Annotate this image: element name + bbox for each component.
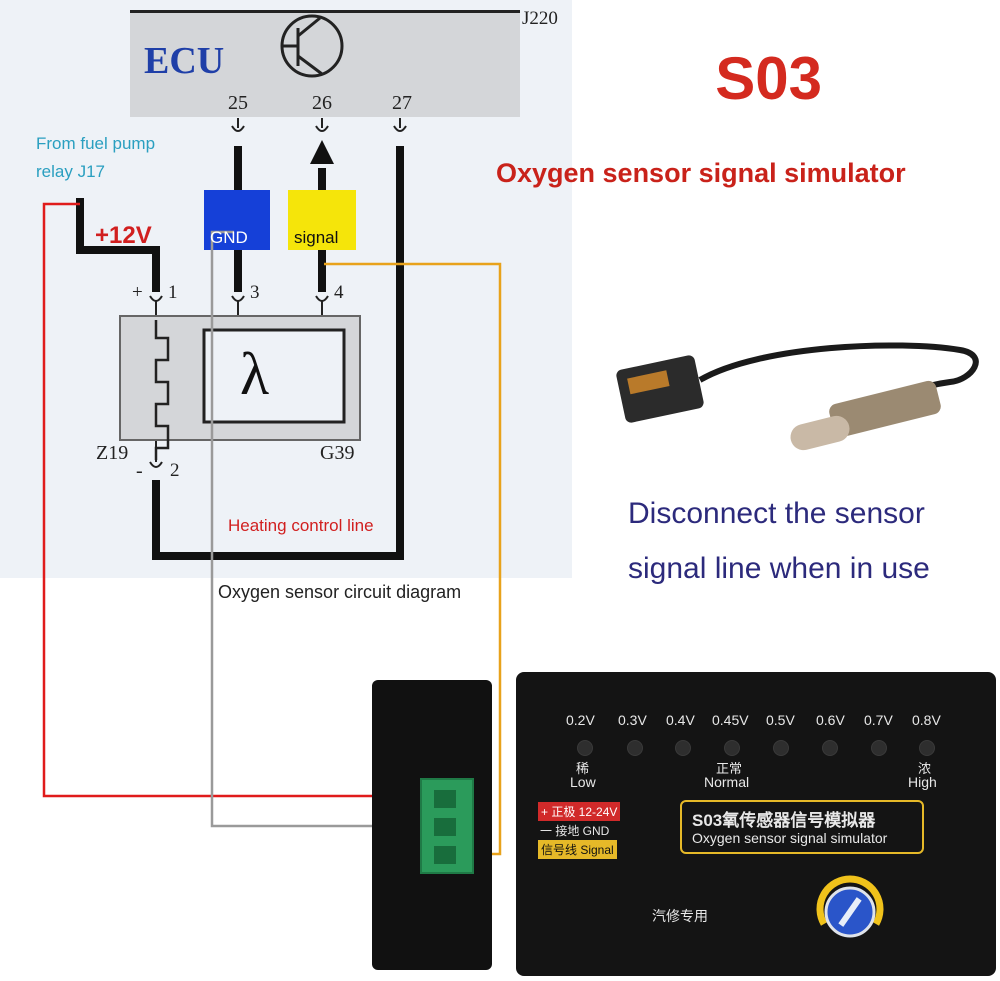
transistor-icon (280, 14, 344, 78)
signal-terminal-label: 信号线 Signal (538, 840, 617, 859)
heater-reference: Z19 (96, 442, 129, 464)
voltage-label: +12V (95, 222, 152, 249)
ecu-connectors (231, 118, 407, 132)
plate-title-en: Oxygen sensor signal simulator (692, 830, 888, 846)
device-label-plate: S03氧传感器信号模拟器 Oxygen sensor signal simula… (680, 800, 924, 854)
gray-wire (210, 230, 432, 828)
simulator-device (516, 672, 996, 976)
signal-arrow-icon (310, 140, 334, 164)
led-indicator-4 (724, 740, 740, 756)
voltage-label-4: 0.45V (712, 712, 749, 728)
knob-dial-icon (816, 875, 884, 938)
normal-label-cn: 正常 (716, 761, 743, 776)
product-title: S03 (715, 45, 822, 112)
plate-title-cn: S03氧传感器信号模拟器 (692, 811, 876, 830)
gnd-block (204, 190, 270, 250)
product-subtitle: Oxygen sensor signal simulator (496, 158, 906, 188)
ecu-pin-25: 25 (228, 92, 248, 114)
usage-note-line1: Disconnect the sensor (628, 497, 925, 530)
led-indicator-1 (577, 740, 593, 756)
supply-source-line1: From fuel pump (36, 134, 156, 153)
sensor-pin-2: 2 (170, 460, 180, 481)
ecu-reference: J220 (522, 8, 558, 29)
lean-label: Low (570, 774, 596, 790)
led-indicator-5 (773, 740, 789, 756)
ecu-label: ECU (144, 40, 225, 82)
rich-label: High (908, 774, 937, 790)
ecu-pin-26: 26 (312, 92, 332, 114)
sensor-pin-1: 1 (168, 282, 178, 303)
rich-label-cn: 浓 (918, 761, 932, 776)
gnd-label: GND (210, 228, 248, 247)
voltage-label-8: 0.8V (912, 712, 941, 728)
terminal-positive (434, 790, 456, 808)
led-indicator-7 (871, 740, 887, 756)
usage-note-line2: signal line when in use (628, 552, 930, 585)
terminal-signal (434, 846, 456, 864)
sensor-reference: G39 (320, 442, 355, 464)
ecu-block: ECU (130, 10, 520, 117)
terminal-block (420, 778, 474, 874)
diagram-caption: Oxygen sensor circuit diagram (218, 582, 462, 602)
pin-plus-sign: + (132, 282, 143, 303)
voltage-label-3: 0.4V (666, 712, 695, 728)
ground-terminal-label: 一 接地 GND (540, 824, 610, 838)
normal-label: Normal (704, 774, 750, 790)
positive-terminal-label: + 正极 12-24V (538, 802, 621, 821)
shop-use-label: 汽修专用 (652, 908, 708, 924)
led-indicator-2 (627, 740, 643, 756)
led-indicator-8 (919, 740, 935, 756)
heating-line-label: Heating control line (228, 516, 374, 535)
sensor-pin-4: 4 (334, 282, 344, 303)
pin-minus-sign: - (136, 460, 143, 482)
voltage-label-1: 0.2V (566, 712, 595, 728)
lean-label-cn: 稀 (576, 761, 590, 776)
voltage-label-6: 0.6V (816, 712, 845, 728)
terminal-ground (434, 818, 456, 836)
voltage-label-2: 0.3V (618, 712, 647, 728)
voltage-label-5: 0.5V (766, 712, 795, 728)
supply-source-line2: relay J17 (36, 162, 105, 181)
oxygen-sensor-picture (616, 342, 979, 451)
sensor-pin-3: 3 (250, 282, 260, 303)
signal-label: signal (294, 228, 339, 247)
signal-block (288, 190, 356, 250)
voltage-label-7: 0.7V (864, 712, 893, 728)
black-conductors (76, 146, 404, 560)
led-indicator-6 (822, 740, 838, 756)
usage-note: Disconnect the sensor signal line when i… (628, 486, 930, 596)
ecu-pin-27: 27 (392, 92, 412, 114)
lambda-symbol: λ (240, 341, 270, 407)
adjustment-knob[interactable] (810, 868, 890, 948)
red-wire (42, 202, 432, 798)
led-indicator-3 (675, 740, 691, 756)
lambda-element (202, 328, 346, 424)
heater-coil-icon (154, 320, 170, 460)
